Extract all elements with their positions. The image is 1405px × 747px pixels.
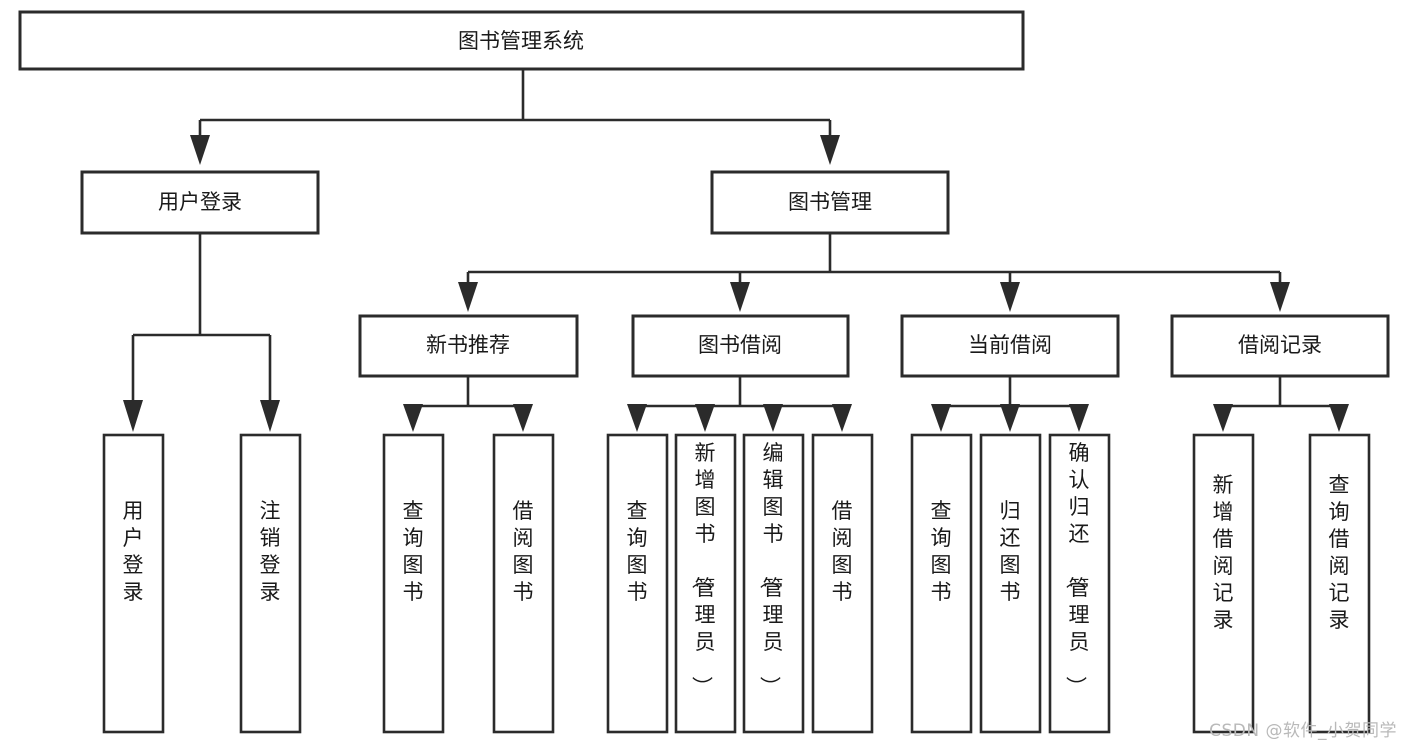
node-leaf-query-record-label: 查询借阅记录 (1329, 473, 1350, 632)
node-new-book-rec-box[interactable] (358, 314, 579, 378)
arrowhead-leaf-return-book (1000, 404, 1020, 432)
node-leaf-return-book-box[interactable] (979, 433, 1042, 734)
node-leaf-edit-book-label: 编辑图书（管理员） (758, 441, 784, 697)
arrowhead-book-borrow (730, 282, 750, 312)
arrowhead-leaf-query-book-1 (403, 404, 423, 432)
node-leaf-edit-book[interactable]: 编辑图书（管理员） (742, 433, 805, 734)
node-leaf-query-book-1-box[interactable] (382, 433, 445, 734)
node-leaf-borrow-book-2-label: 借阅图书 (832, 499, 853, 604)
node-leaf-borrow-book-1-label: 借阅图书 (513, 499, 534, 604)
node-leaf-query-book-3-box[interactable] (910, 433, 973, 734)
node-leaf-user-login-label: 用户登录 (123, 499, 144, 604)
node-current-borrow-label: 当前借阅 (968, 333, 1052, 357)
node-leaf-add-book[interactable]: 新增图书（管理员） (674, 433, 737, 734)
node-leaf-borrow-book-2[interactable]: 借阅图书 (811, 433, 874, 734)
node-leaf-borrow-book-2-box[interactable] (811, 433, 874, 734)
node-leaf-confirm-return-box[interactable] (1048, 433, 1111, 734)
node-book-borrow-box[interactable] (631, 314, 850, 378)
arrowhead-leaf-query-book-3 (931, 404, 951, 432)
node-leaf-return-book[interactable]: 归还图书 (979, 433, 1042, 734)
arrowhead-leaf-confirm-return (1069, 404, 1089, 432)
arrowhead-book-manage (820, 135, 840, 165)
node-leaf-user-login-box[interactable] (102, 433, 165, 734)
node-leaf-confirm-return-label: 确认归还（管理员） (1064, 441, 1090, 697)
node-leaf-query-book-2[interactable]: 查询图书 (606, 433, 669, 734)
node-leaf-confirm-return[interactable]: 确认归还（管理员） (1048, 433, 1111, 734)
node-leaf-query-book-2-box[interactable] (606, 433, 669, 734)
node-borrow-record-label: 借阅记录 (1238, 333, 1322, 357)
arrowhead-leaf-user-logout (260, 400, 280, 432)
arrowhead-leaf-user-login (123, 400, 143, 432)
node-leaf-user-logout[interactable]: 注销登录 (239, 433, 302, 734)
node-book-borrow[interactable]: 图书借阅 (631, 314, 850, 378)
node-leaf-user-logout-box[interactable] (239, 433, 302, 734)
arrowhead-leaf-query-book-2 (627, 404, 647, 432)
node-new-book-rec[interactable]: 新书推荐 (358, 314, 579, 378)
node-book-manage[interactable]: 图书管理 (710, 170, 950, 235)
node-borrow-record-box[interactable] (1170, 314, 1390, 378)
node-leaf-query-record-box[interactable] (1308, 433, 1371, 734)
node-book-manage-box[interactable] (710, 170, 950, 235)
node-leaf-add-record-box[interactable] (1192, 433, 1255, 734)
node-book-manage-label: 图书管理 (788, 190, 872, 214)
node-borrow-record[interactable]: 借阅记录 (1170, 314, 1390, 378)
arrowhead-leaf-borrow-book-1 (513, 404, 533, 432)
arrowhead-new-book-rec (458, 282, 478, 312)
arrowhead-leaf-edit-book (763, 404, 783, 432)
node-leaf-query-book-1-label: 查询图书 (403, 499, 424, 604)
node-leaf-query-record[interactable]: 查询借阅记录 (1308, 433, 1371, 734)
node-root-box[interactable] (18, 10, 1025, 71)
node-user-login-label: 用户登录 (158, 190, 242, 214)
node-leaf-user-logout-label: 注销登录 (260, 499, 281, 604)
arrowhead-user-login (190, 135, 210, 165)
node-leaf-user-login[interactable]: 用户登录 (102, 433, 165, 734)
arrowhead-borrow-record (1270, 282, 1290, 312)
arrowhead-leaf-query-record (1329, 404, 1349, 432)
node-book-borrow-label: 图书借阅 (698, 333, 782, 357)
arrowhead-leaf-add-book (695, 404, 715, 432)
node-new-book-rec-label: 新书推荐 (426, 333, 510, 357)
csdn-watermark: CSDN @软件_小贺同学 (1209, 721, 1397, 741)
node-leaf-borrow-book-1-box[interactable] (492, 433, 555, 734)
node-leaf-borrow-book-1[interactable]: 借阅图书 (492, 433, 555, 734)
node-leaf-edit-book-box[interactable] (742, 433, 805, 734)
node-current-borrow-box[interactable] (900, 314, 1120, 378)
node-root[interactable]: 图书管理系统 (18, 10, 1025, 71)
node-leaf-add-record-label: 新增借阅记录 (1213, 473, 1234, 632)
node-leaf-query-book-1[interactable]: 查询图书 (382, 433, 445, 734)
arrowhead-current-borrow (1000, 282, 1020, 312)
node-user-login[interactable]: 用户登录 (80, 170, 320, 235)
node-leaf-add-book-box[interactable] (674, 433, 737, 734)
arrowhead-leaf-add-record (1213, 404, 1233, 432)
node-leaf-query-book-3[interactable]: 查询图书 (910, 433, 973, 734)
node-leaf-add-record[interactable]: 新增借阅记录 (1192, 433, 1255, 734)
connector-layer (123, 69, 1349, 432)
node-current-borrow[interactable]: 当前借阅 (900, 314, 1120, 378)
node-user-login-box[interactable] (80, 170, 320, 235)
node-leaf-return-book-label: 归还图书 (1000, 499, 1021, 604)
node-root-label: 图书管理系统 (458, 29, 584, 53)
arrowhead-leaf-borrow-book-2 (832, 404, 852, 432)
node-leaf-query-book-2-label: 查询图书 (627, 499, 648, 604)
node-leaf-add-book-label: 新增图书（管理员） (690, 441, 716, 697)
node-leaf-query-book-3-label: 查询图书 (931, 499, 952, 604)
